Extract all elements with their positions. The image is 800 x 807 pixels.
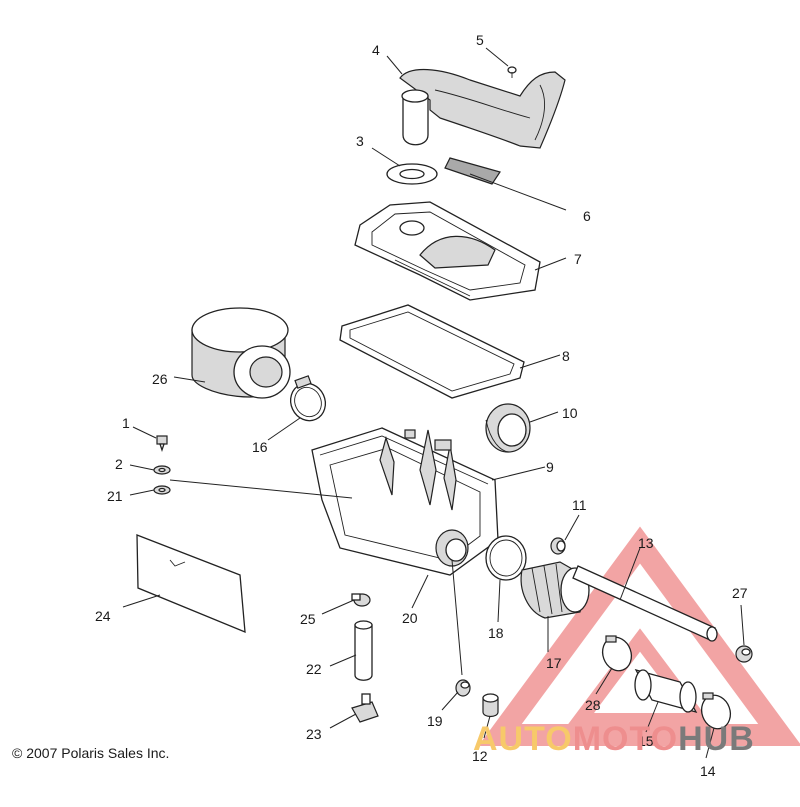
callout-27: 27 <box>732 585 748 601</box>
callout-9: 9 <box>546 459 554 475</box>
callout-19: 19 <box>427 713 443 729</box>
part-1-rivet <box>156 435 168 453</box>
callout-4: 4 <box>372 42 380 58</box>
callout-13: 13 <box>638 535 654 551</box>
part-3-washer <box>386 163 438 185</box>
callout-18: 18 <box>488 625 504 641</box>
callout-23: 23 <box>306 726 322 742</box>
part-10-boot <box>485 403 531 453</box>
callout-5: 5 <box>476 32 484 48</box>
part-25-clamp <box>351 593 371 607</box>
watermark-part-auto: AUTO <box>473 720 573 758</box>
callout-15: 15 <box>638 733 654 749</box>
part-23-drain-valve <box>351 693 379 723</box>
copyright-notice: © 2007 Polaris Sales Inc. <box>12 745 170 761</box>
part-26-air-filter <box>191 307 291 399</box>
callout-24: 24 <box>95 608 111 624</box>
part-27-cap <box>735 645 753 663</box>
callout-2: 2 <box>115 456 123 472</box>
part-7-airbox-cover <box>354 201 541 301</box>
part-8-gasket <box>339 304 525 399</box>
part-16-clamp <box>289 375 327 422</box>
part-9-airbox-body <box>311 427 499 576</box>
callout-12: 12 <box>472 748 488 764</box>
callout-numbers: 1 2 3 4 5 6 7 8 9 10 11 12 13 14 15 16 1… <box>95 32 748 779</box>
part-28-clamp <box>601 635 633 672</box>
callout-17: 17 <box>546 655 562 671</box>
part-13-tube <box>572 565 718 642</box>
part-19-cap <box>455 679 471 697</box>
callout-14: 14 <box>700 763 716 779</box>
callout-7: 7 <box>574 251 582 267</box>
part-12-sleeve <box>482 693 499 718</box>
callout-8: 8 <box>562 348 570 364</box>
part-24-foam-pad <box>136 534 246 634</box>
watermark-part-moto: MOTO <box>572 720 679 758</box>
part-14-clamp <box>700 692 732 730</box>
callout-22: 22 <box>306 661 322 677</box>
part-11-plug <box>550 537 566 555</box>
part-4-intake-duct <box>399 68 566 149</box>
callout-16: 16 <box>252 439 268 455</box>
watermark-text: AUTOMOTOHUB <box>473 720 755 759</box>
callout-1: 1 <box>122 415 130 431</box>
callout-11: 11 <box>572 497 587 513</box>
callout-3: 3 <box>356 133 364 149</box>
callout-26: 26 <box>152 371 168 387</box>
watermark-part-hub: HUB <box>678 720 755 758</box>
part-5-screw <box>507 66 517 78</box>
callout-20: 20 <box>402 610 418 626</box>
callout-10: 10 <box>562 405 578 421</box>
part-2-grommet <box>153 465 171 475</box>
part-15-hose <box>634 668 698 714</box>
part-18-o-ring <box>485 535 527 581</box>
leader-lines <box>122 47 745 759</box>
callout-21: 21 <box>107 488 123 504</box>
part-21-washer <box>153 485 171 495</box>
callout-6: 6 <box>583 208 591 224</box>
callout-25: 25 <box>300 611 316 627</box>
part-22-hose <box>354 620 373 681</box>
part-6-foam-strip <box>444 157 501 185</box>
part-17-coupler <box>520 561 590 619</box>
callout-28: 28 <box>585 697 601 713</box>
